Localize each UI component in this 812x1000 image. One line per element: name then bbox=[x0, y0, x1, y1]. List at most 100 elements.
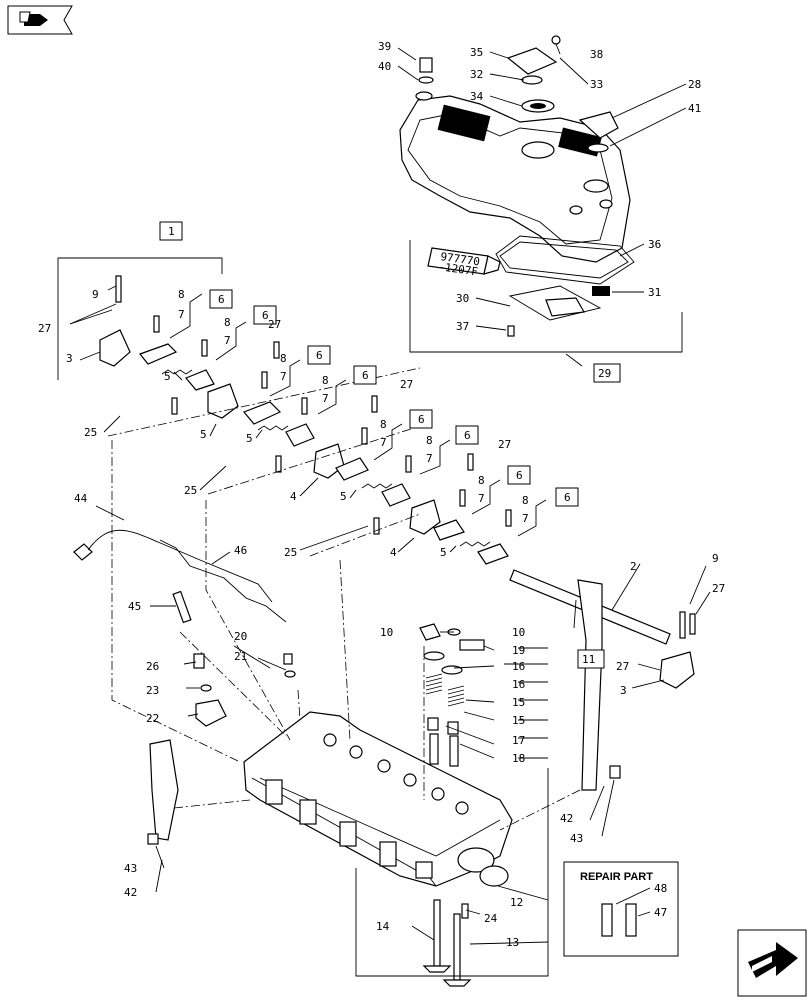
forward-arrow-icon bbox=[748, 942, 798, 978]
callout-8: 8 bbox=[178, 288, 185, 301]
callout-44: 44 bbox=[74, 492, 88, 505]
callout-20: 20 bbox=[234, 630, 247, 643]
callout-2: 2 bbox=[630, 560, 637, 573]
callout-6: 6 bbox=[516, 469, 523, 482]
callout-boxes bbox=[159, 221, 621, 669]
callout-6: 6 bbox=[418, 413, 425, 426]
sealant-tube: 977770 -1207F bbox=[427, 247, 501, 279]
callout-32: 32 bbox=[470, 68, 483, 81]
callout-47: 47 bbox=[654, 906, 667, 919]
callout-8: 8 bbox=[426, 434, 433, 447]
sealant-tube-label-1: 977770 bbox=[440, 250, 481, 268]
callout-8: 8 bbox=[322, 374, 329, 387]
callout-25: 25 bbox=[84, 426, 97, 439]
valve-train-parts bbox=[355, 623, 549, 987]
leader-lines bbox=[69, 43, 711, 945]
callout-8: 8 bbox=[224, 316, 231, 329]
cylinder-head bbox=[243, 711, 513, 887]
callout-30: 30 bbox=[456, 292, 469, 305]
callout-8: 8 bbox=[522, 494, 529, 507]
callout-8: 8 bbox=[478, 474, 485, 487]
callout-45: 45 bbox=[128, 600, 141, 613]
callout-27: 27 bbox=[498, 438, 511, 451]
callout-4: 4 bbox=[290, 490, 297, 503]
callout-38: 38 bbox=[590, 48, 603, 61]
callout-42: 42 bbox=[560, 812, 573, 825]
callout-16: 16 bbox=[512, 660, 525, 673]
callout-43: 43 bbox=[124, 862, 137, 875]
callout-34: 34 bbox=[470, 90, 484, 103]
callout-28: 28 bbox=[688, 78, 701, 91]
back-navigation-button[interactable] bbox=[7, 5, 73, 35]
callout-8: 8 bbox=[380, 418, 387, 431]
callout-6: 6 bbox=[218, 293, 225, 306]
callout-27: 27 bbox=[268, 318, 281, 331]
callout-6: 6 bbox=[262, 309, 269, 322]
callout-10: 10 bbox=[380, 626, 393, 639]
right-small-parts bbox=[577, 579, 621, 791]
callout-3: 3 bbox=[66, 352, 73, 365]
callout-6: 6 bbox=[564, 491, 571, 504]
callout-43: 43 bbox=[570, 832, 583, 845]
repair-part-panel: REPAIR PART bbox=[563, 861, 679, 957]
callout-48: 48 bbox=[654, 882, 667, 895]
callout-18: 18 bbox=[512, 752, 525, 765]
callout-7: 7 bbox=[178, 308, 185, 321]
callout-5: 5 bbox=[246, 432, 253, 445]
callout-27: 27 bbox=[38, 322, 51, 335]
callout-9: 9 bbox=[712, 552, 719, 565]
callout-8: 8 bbox=[280, 352, 287, 365]
callout-6: 6 bbox=[464, 429, 471, 442]
sealant-tube-label-2: -1207F bbox=[438, 260, 479, 278]
callout-16: 16 bbox=[512, 678, 525, 691]
valve-cover-assembly: 977770 -1207F bbox=[399, 35, 683, 353]
callout-23: 23 bbox=[146, 684, 159, 697]
callout-25: 25 bbox=[284, 546, 297, 559]
callout-labels: 1 6 6 6 6 6 6 6 6 29 11 39 40 35 32 34 3… bbox=[38, 40, 725, 949]
callout-41: 41 bbox=[688, 102, 701, 115]
callout-25: 25 bbox=[184, 484, 197, 497]
callout-46: 46 bbox=[234, 544, 247, 557]
callout-21: 21 bbox=[234, 650, 247, 663]
callout-22: 22 bbox=[146, 712, 159, 725]
callout-7: 7 bbox=[280, 370, 287, 383]
callout-5: 5 bbox=[440, 546, 447, 559]
callout-1: 1 bbox=[168, 225, 175, 238]
callout-7: 7 bbox=[478, 492, 485, 505]
callout-9: 9 bbox=[92, 288, 99, 301]
alignment-lines bbox=[107, 367, 581, 831]
forward-navigation-button[interactable] bbox=[737, 929, 807, 997]
callout-7: 7 bbox=[322, 392, 329, 405]
callout-42: 42 bbox=[124, 886, 137, 899]
glow-plug-and-harness bbox=[73, 529, 287, 624]
callout-35: 35 bbox=[470, 46, 483, 59]
callout-27: 27 bbox=[712, 582, 725, 595]
callout-37: 37 bbox=[456, 320, 469, 333]
callout-36: 36 bbox=[648, 238, 661, 251]
callout-5: 5 bbox=[200, 428, 207, 441]
callout-39: 39 bbox=[378, 40, 391, 53]
callout-31: 31 bbox=[648, 286, 661, 299]
callout-6: 6 bbox=[362, 369, 369, 382]
callout-15: 15 bbox=[512, 696, 525, 709]
callout-7: 7 bbox=[522, 512, 529, 525]
repair-part-title: REPAIR PART bbox=[580, 871, 653, 883]
callout-40: 40 bbox=[378, 60, 391, 73]
callout-4: 4 bbox=[390, 546, 397, 559]
callout-26: 26 bbox=[146, 660, 159, 673]
callout-29: 29 bbox=[598, 367, 611, 380]
callout-33: 33 bbox=[590, 78, 603, 91]
back-arrow-icon bbox=[19, 11, 48, 26]
callout-17: 17 bbox=[512, 734, 525, 747]
callout-12: 12 bbox=[510, 896, 523, 909]
callout-27: 27 bbox=[616, 660, 629, 673]
callout-7: 7 bbox=[224, 334, 231, 347]
callout-27: 27 bbox=[400, 378, 413, 391]
callout-7: 7 bbox=[426, 452, 433, 465]
callout-5: 5 bbox=[340, 490, 347, 503]
callout-10: 10 bbox=[512, 626, 525, 639]
callout-24: 24 bbox=[484, 912, 498, 925]
callout-5: 5 bbox=[164, 370, 171, 383]
callout-14: 14 bbox=[376, 920, 390, 933]
